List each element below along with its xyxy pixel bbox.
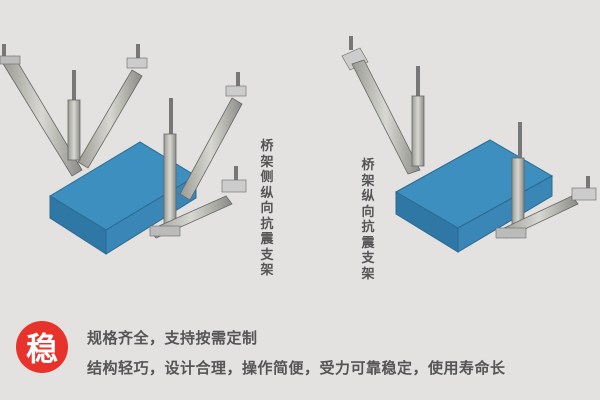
feature-line-1: 规格齐全，支持按需定制	[87, 329, 258, 347]
figure-2-caption: 桥架纵向抗震支架	[361, 158, 375, 282]
seismic-bracket-illustrations	[0, 36, 597, 255]
stable-badge: 稳	[16, 321, 68, 373]
feature-line-2: 结构轻巧，设计合理，操作简便，受力可靠稳定，使用寿命长	[87, 359, 506, 377]
lateral-longitudinal-bracket-figure	[0, 44, 247, 255]
figure-1-caption: 桥架侧纵向抗震支架	[260, 139, 274, 278]
longitudinal-bracket-figure	[341, 36, 597, 253]
